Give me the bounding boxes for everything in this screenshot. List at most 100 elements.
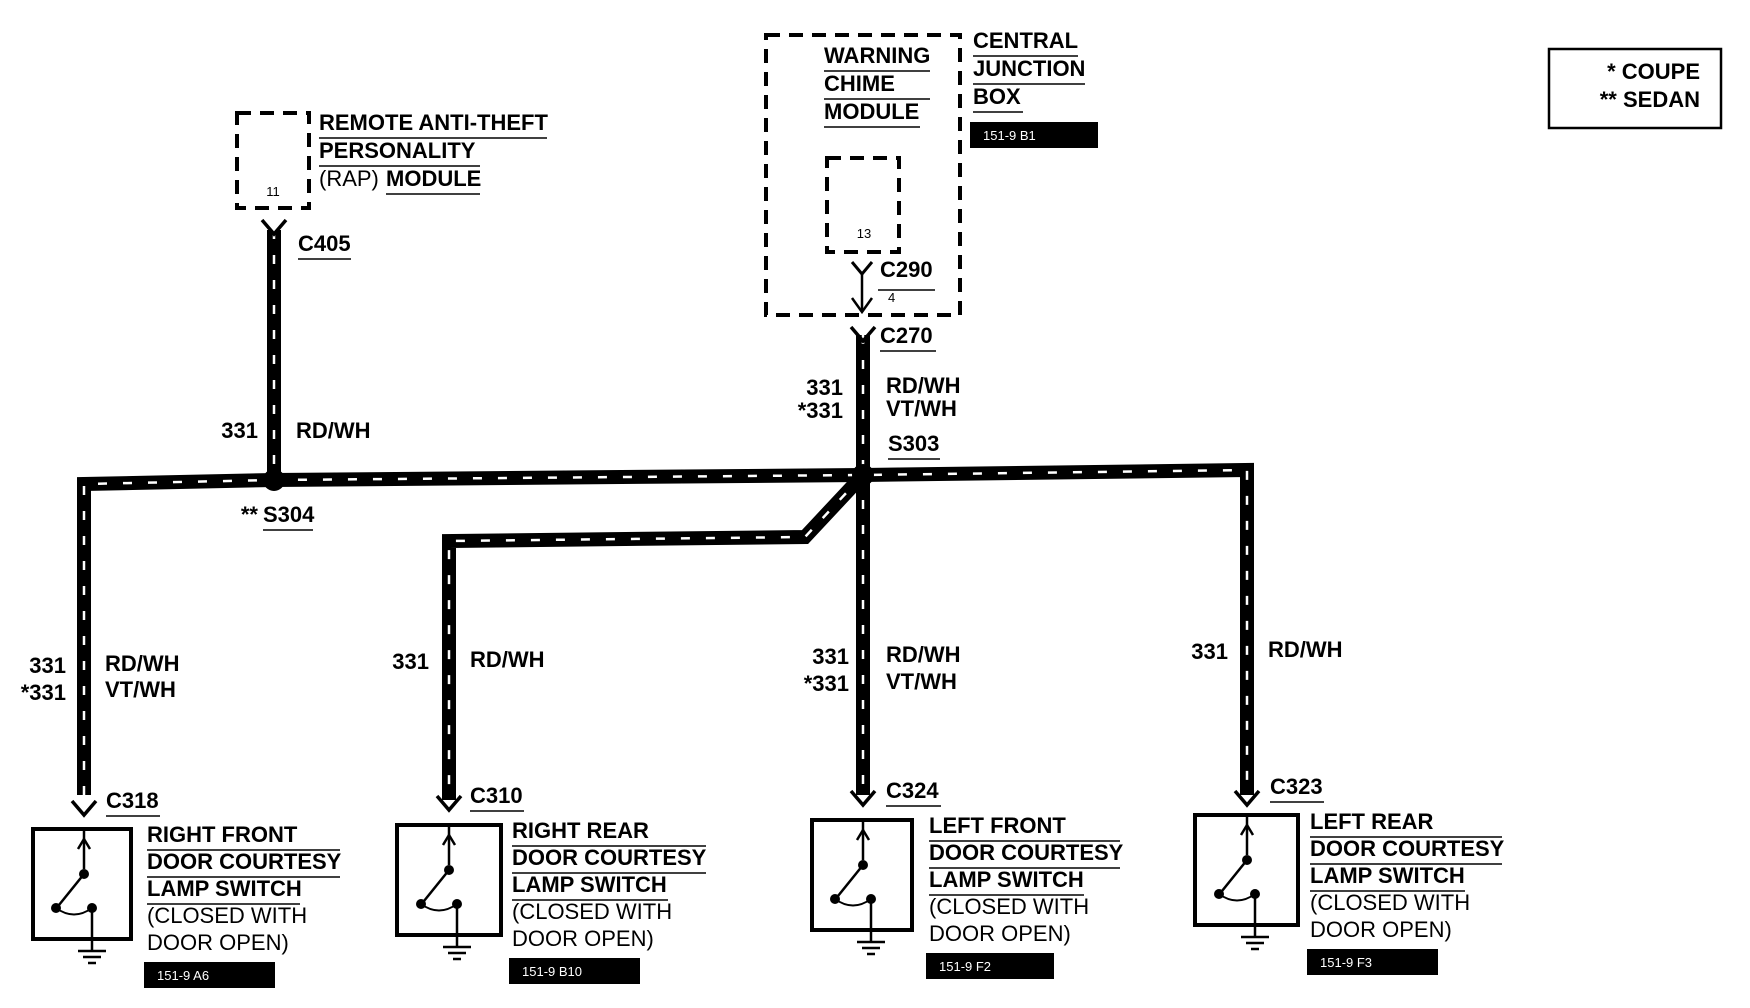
chime-module-box — [825, 156, 901, 254]
cjb-label-line1: CENTRAL — [973, 28, 1078, 53]
wire-rr-color: RD/WH — [470, 647, 545, 672]
rap-label-line1: REMOTE ANTI-THEFT — [319, 110, 548, 135]
cjb-box — [764, 33, 962, 317]
ground-icon — [857, 930, 885, 956]
wire-cjb-color-alt: VT/WH — [886, 396, 957, 421]
switch-rf-ref: 151-9 A6 — [157, 968, 209, 983]
switch-lr-ref: 151-9 F3 — [1320, 955, 1372, 970]
connector-c310-symbol — [435, 794, 463, 813]
switch-lf-line3: LAMP SWITCH — [929, 867, 1084, 892]
switch-lf-ref-box — [926, 953, 1054, 979]
wire-cjb-circuit: 331 — [806, 375, 843, 400]
switch-rr-line4: (CLOSED WITH — [512, 899, 672, 924]
legend-box — [1547, 47, 1723, 130]
switch-rf-box — [31, 827, 133, 941]
wire-rap-circuit: 331 — [221, 418, 258, 443]
wire-lr-color: RD/WH — [1268, 637, 1343, 662]
connector-c323-symbol — [1233, 789, 1261, 808]
central-junction-box: WARNING CHIME MODULE 13 C290 4 CENTRAL J… — [764, 28, 1098, 352]
wire-lf-circuit: 331 — [812, 644, 849, 669]
connector-c290-pin: 4 — [888, 290, 895, 305]
switch-left-rear: C323 LEFT REAR DOOR COURTESY LAMP SWITCH… — [1193, 774, 1505, 975]
wire-lf-circuit-alt: *331 — [804, 671, 849, 696]
switch-rr-line3: LAMP SWITCH — [512, 872, 667, 897]
wire-cjb-circuit-alt: *331 — [798, 398, 843, 423]
legend: * COUPE ** SEDAN — [1547, 47, 1723, 130]
rap-label-line3a: (RAP) — [319, 166, 379, 191]
rap-module: 11 REMOTE ANTI-THEFT PERSONALITY (RAP) M… — [235, 110, 548, 260]
switch-lf-symbol — [830, 818, 876, 930]
wire-rf-circuit: 331 — [29, 653, 66, 678]
cjb-ref-box — [970, 122, 1098, 148]
switch-lr-ref-box — [1307, 949, 1438, 975]
switch-lr-symbol — [1214, 813, 1260, 925]
connector-c324-symbol — [849, 789, 877, 808]
splice-s304 — [263, 469, 285, 491]
switch-rf-line3: LAMP SWITCH — [147, 876, 302, 901]
wire-rf-color: RD/WH — [105, 651, 180, 676]
wire-lf-color-alt: VT/WH — [886, 669, 957, 694]
switch-lf-ref: 151-9 F2 — [939, 959, 991, 974]
switch-right-rear: C310 RIGHT REAR DOOR COURTESY LAMP SWITC… — [395, 783, 707, 984]
chime-lead-arrow — [850, 297, 874, 315]
wire-lf-color: RD/WH — [886, 642, 961, 667]
connector-c270: C270 — [880, 323, 933, 348]
wire-rap-color: RD/WH — [296, 418, 371, 443]
wiring-harness — [77, 230, 1254, 800]
ground-icon — [443, 935, 471, 961]
wire-main-bus-stripe — [82, 468, 1249, 795]
switch-rf-line1: RIGHT FRONT — [147, 822, 298, 847]
wire-labels: 331 RD/WH 331 *331 RD/WH VT/WH S303 ** S… — [21, 373, 1343, 705]
switch-lr-line5: DOOR OPEN) — [1310, 917, 1452, 942]
switch-lr-line1: LEFT REAR — [1310, 809, 1434, 834]
switch-rr-line5: DOOR OPEN) — [512, 926, 654, 951]
connector-c318-symbol — [70, 799, 98, 818]
switch-rf-line2: DOOR COURTESY — [147, 849, 342, 874]
connector-c405: C405 — [298, 231, 351, 256]
splice-s303-label: S303 — [888, 431, 939, 456]
switch-lr-line4: (CLOSED WITH — [1310, 890, 1470, 915]
switch-rr-ref-box — [509, 958, 640, 984]
rap-label-line2: PERSONALITY — [319, 138, 476, 163]
rap-label-line3b: MODULE — [386, 166, 481, 191]
connector-c324: C324 — [886, 778, 939, 803]
wire-lr-circuit: 331 — [1191, 639, 1228, 664]
cjb-ref: 151-9 B1 — [983, 128, 1036, 143]
wire-main-bus — [77, 462, 1254, 795]
wire-rr — [442, 470, 869, 800]
ground-icon — [1241, 925, 1269, 951]
legend-sedan: ** SEDAN — [1600, 87, 1700, 112]
cjb-label-line2: JUNCTION — [973, 56, 1085, 81]
switch-rf-line4: (CLOSED WITH — [147, 903, 307, 928]
switch-rr-ref: 151-9 B10 — [522, 964, 582, 979]
switch-rr-line2: DOOR COURTESY — [512, 845, 707, 870]
rap-pin: 11 — [266, 184, 280, 199]
wire-rf-circuit-alt: *331 — [21, 680, 66, 705]
splice-s304-label: S304 — [263, 502, 315, 527]
chime-label-line3: MODULE — [824, 99, 919, 124]
switch-lr-line2: DOOR COURTESY — [1310, 836, 1505, 861]
connector-c405-symbol — [260, 218, 288, 237]
chime-label-line1: WARNING — [824, 43, 930, 68]
connector-c323: C323 — [1270, 774, 1323, 799]
switch-lf-line4: (CLOSED WITH — [929, 894, 1089, 919]
switch-rf-ref-box — [144, 962, 275, 988]
switch-lr-line3: LAMP SWITCH — [1310, 863, 1465, 888]
connector-c318: C318 — [106, 788, 159, 813]
switch-rf-line5: DOOR OPEN) — [147, 930, 289, 955]
rap-module-box — [235, 111, 311, 210]
switch-lf-line2: DOOR COURTESY — [929, 840, 1124, 865]
switch-left-front: C324 LEFT FRONT DOOR COURTESY LAMP SWITC… — [810, 778, 1124, 979]
switch-rr-line1: RIGHT REAR — [512, 818, 649, 843]
chime-pin: 13 — [857, 226, 871, 241]
legend-coupe: * COUPE — [1607, 59, 1700, 84]
wire-rr-circuit: 331 — [392, 649, 429, 674]
switch-rf-symbol — [51, 827, 97, 939]
connector-c290: C290 — [880, 257, 933, 282]
connector-c270-symbol — [849, 325, 877, 344]
switch-right-front: C318 RIGHT FRONT DOOR COURTESY LAMP SWIT… — [31, 788, 342, 988]
switch-rr-symbol — [416, 823, 462, 935]
cjb-label-line3: BOX — [973, 84, 1021, 109]
splice-s304-prefix: ** — [241, 502, 259, 527]
